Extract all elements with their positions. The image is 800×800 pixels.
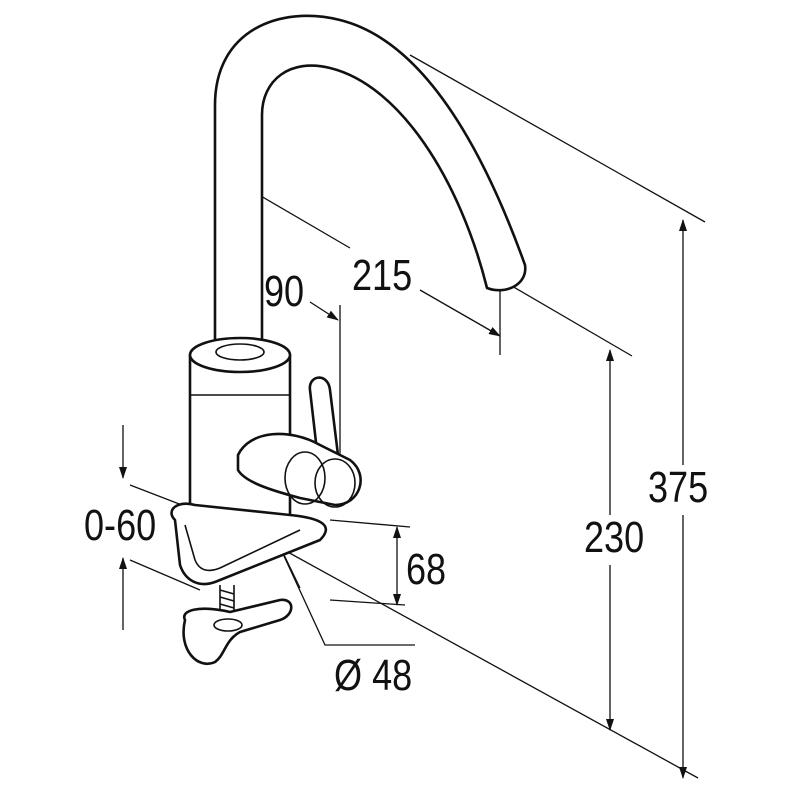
dimension-labels: 215 90 375 230 68 0-60 Ø 48	[84, 251, 708, 700]
dim-spout-reach: 215	[352, 251, 412, 300]
dim-spout-height: 230	[584, 513, 644, 562]
dim-mount-thickness: 0-60	[84, 501, 156, 550]
dim-spout-offset: 90	[264, 267, 304, 316]
dim-base-height: 68	[406, 545, 446, 594]
dim-body-diameter: Ø 48	[334, 651, 412, 700]
clamp	[182, 598, 293, 665]
dim-total-height: 375	[648, 463, 708, 512]
lever-handle	[308, 376, 340, 462]
base-plate	[170, 502, 328, 586]
spout	[213, 14, 527, 347]
lever-body	[236, 432, 362, 507]
faucet	[170, 14, 527, 665]
